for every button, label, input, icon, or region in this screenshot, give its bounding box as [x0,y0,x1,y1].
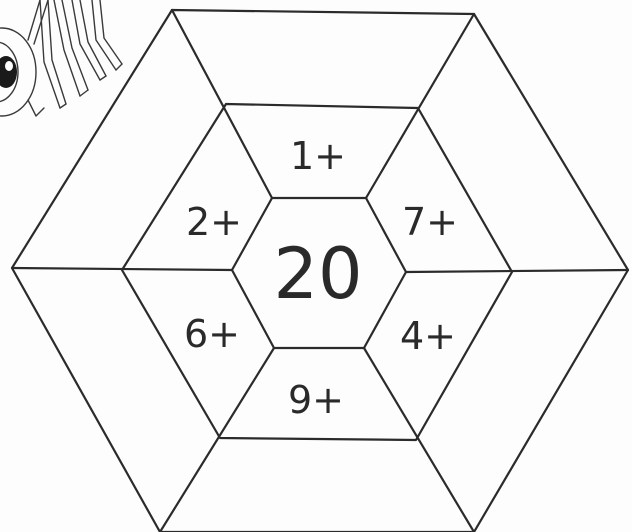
addend-upper-left: 2+ [186,200,242,244]
spider-icon [0,0,122,116]
center-number: 20 [273,233,362,315]
addend-top: 1+ [290,134,346,178]
addend-bottom: 9+ [288,378,344,422]
addend-lower-right: 4+ [400,314,456,358]
addend-upper-right: 7+ [402,200,458,244]
addend-lower-left: 6+ [184,312,240,356]
